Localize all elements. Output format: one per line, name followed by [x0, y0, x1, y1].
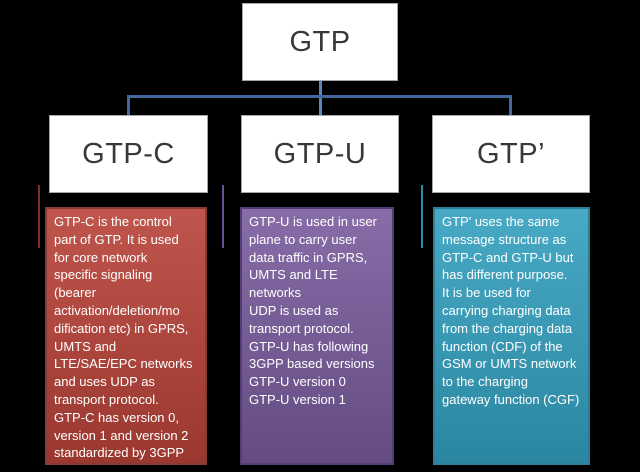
- connector-stub: [319, 81, 322, 115]
- connector-branch-right: [509, 95, 512, 116]
- node-gtp-u-label: GTP-U: [273, 137, 367, 170]
- node-gtp-label: GTP: [289, 25, 351, 58]
- node-gtp-prime: GTP’: [432, 115, 590, 193]
- connector-horizontal: [127, 95, 512, 98]
- node-gtp-c-label: GTP-C: [82, 137, 175, 170]
- accent-bar-purple: [222, 185, 224, 248]
- accent-bar-red: [38, 185, 40, 248]
- node-gtp-prime-label: GTP’: [476, 137, 546, 170]
- node-gtp-c: GTP-C: [49, 115, 208, 193]
- node-gtp: GTP: [242, 3, 398, 81]
- connector-branch-left: [127, 95, 130, 116]
- accent-bar-teal: [421, 185, 423, 248]
- node-gtp-u: GTP-U: [241, 115, 399, 193]
